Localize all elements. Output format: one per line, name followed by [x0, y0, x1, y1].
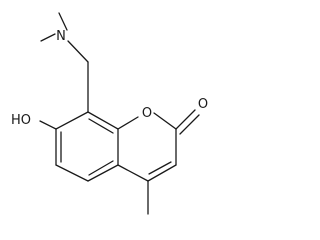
bonds — [39, 12, 200, 215]
bond-c8-c8a-double — [88, 118, 114, 134]
bond-c2-o-carbonyl — [175, 109, 196, 130]
bond-c2-o-carbonyl-double — [179, 114, 200, 135]
bond-n-ch2 — [67, 40, 89, 63]
bond-c8a-o1 — [117, 116, 139, 130]
atom-labels: N HO O O — [11, 29, 208, 128]
bond-n-methyl-right — [58, 12, 68, 31]
atom-label-ho: HO — [11, 113, 31, 128]
atom-label-ring-o: O — [142, 106, 152, 121]
bond-c6-c5 — [55, 164, 89, 182]
bond-c5-c4a-double — [88, 160, 114, 176]
atom-label-carbonyl-o: O — [198, 97, 208, 112]
bond-c3-c4-double — [148, 161, 172, 175]
atom-label-n: N — [56, 29, 66, 44]
bond-c5-c4a — [87, 164, 119, 182]
bond-c3-c4 — [147, 164, 177, 182]
chemical-structure-diagram: N HO O O — [11, 12, 208, 215]
bond-o1-c2 — [153, 112, 177, 130]
bond-c8-c8a — [87, 111, 119, 130]
bond-c4-c4a — [117, 164, 149, 182]
bond-c7-oh — [39, 120, 57, 130]
bond-n-methyl-left — [40, 33, 56, 42]
bond-c8-c7 — [55, 111, 89, 130]
